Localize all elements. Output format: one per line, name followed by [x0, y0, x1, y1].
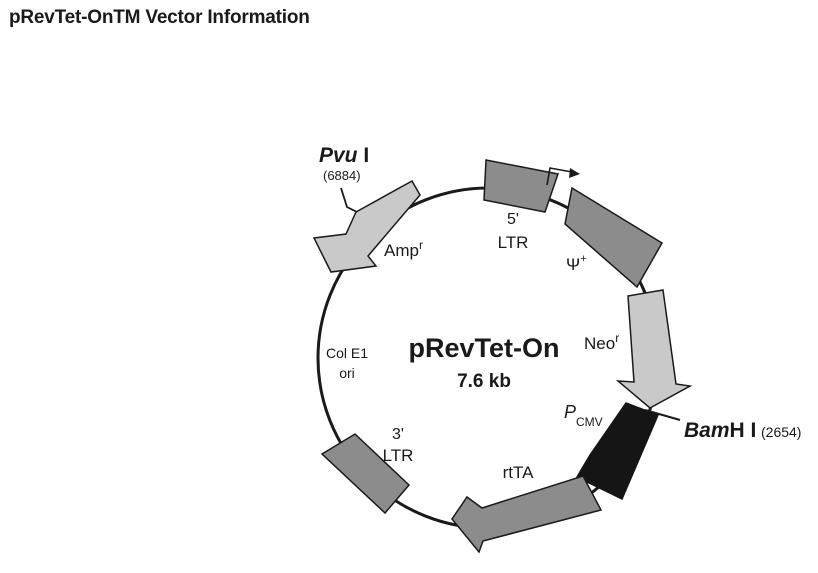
rtta-arrow	[451, 475, 603, 554]
bam-site-position: (2654)	[761, 424, 801, 440]
colE1-label-line2: ori	[339, 365, 355, 381]
pvu-site-label: Pvu I	[319, 144, 369, 167]
ltr3-label-line2: LTR	[383, 446, 414, 465]
ltr5-segment	[483, 159, 559, 213]
transcription-start-arrow	[546, 167, 573, 186]
rtta-label: rtTA	[503, 463, 535, 482]
transcription-start-arrowhead	[569, 168, 580, 178]
ltr3-segment	[320, 433, 411, 515]
neo-arrow	[615, 289, 693, 409]
colE1-label-line1: Col E1	[326, 345, 368, 361]
psi-label: Ψ+	[566, 253, 587, 274]
pcmv-label: PCMV	[564, 402, 603, 429]
pvu-site-position: (6884)	[323, 168, 361, 183]
ltr3-label-line1: 3'	[392, 426, 404, 443]
amp-label: Ampr	[384, 238, 423, 260]
pvu-site-tick	[340, 187, 358, 213]
neo-label: Neor	[584, 331, 619, 353]
psi-segment	[564, 186, 664, 289]
ltr5-label-line2: LTR	[498, 233, 529, 252]
bam-site-label: BamH I	[684, 419, 756, 442]
plasmid-size: 7.6 kb	[457, 371, 511, 392]
plasmid-name: pRevTet-On	[408, 333, 559, 363]
ltr5-label-line1: 5'	[507, 211, 519, 228]
bam-site-tick	[644, 409, 681, 421]
page-title: pRevTet-OnTM Vector Information	[9, 7, 310, 28]
amp-arrow	[312, 179, 421, 273]
